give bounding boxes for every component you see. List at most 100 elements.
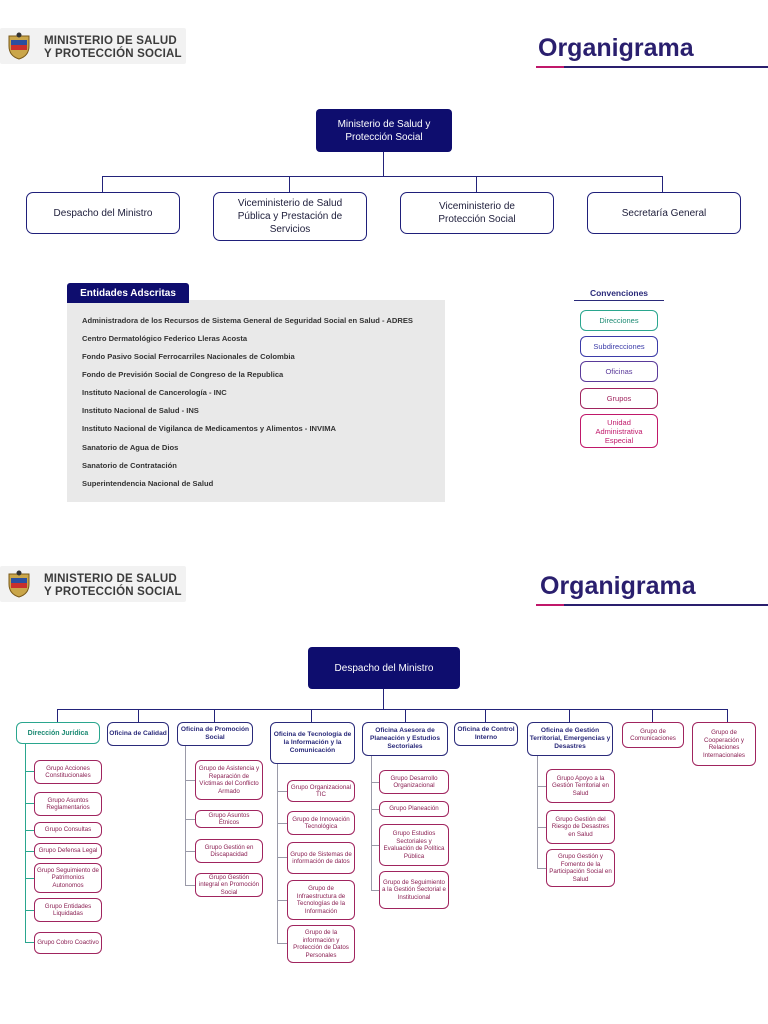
group-box: Grupo Asuntos Étnicos bbox=[195, 810, 263, 828]
unit-oficina-gestion-territorial: Oficina de Gestión Territorial, Emergenc… bbox=[527, 722, 613, 756]
org-root-box: Ministerio de Salud y Protección Social bbox=[316, 109, 452, 152]
legend-direcciones: Direcciones bbox=[580, 310, 658, 331]
legend-grupos: Grupos bbox=[580, 388, 658, 409]
unit-grupo-cooperacion: Grupo de Cooperación y Relaciones Intern… bbox=[692, 722, 756, 766]
group-box: Grupo de Sistemas de información de dato… bbox=[287, 842, 355, 874]
connector-line bbox=[25, 830, 34, 832]
connector-line bbox=[25, 771, 34, 773]
connector-line bbox=[662, 176, 664, 192]
group-box: Grupo de Seguimiento a la Gestión Sector… bbox=[379, 871, 449, 909]
convenciones-underline bbox=[574, 300, 664, 301]
connector-line bbox=[289, 176, 291, 193]
connector-line bbox=[57, 709, 728, 711]
title-underline bbox=[536, 66, 768, 68]
entidad-item: Centro Dermatológico Federico Lleras Aco… bbox=[82, 334, 248, 343]
group-box: Grupo de Infraestructura de Tecnologías … bbox=[287, 880, 355, 920]
legend-oficinas: Oficinas bbox=[580, 361, 658, 382]
connector-line bbox=[277, 764, 279, 944]
group-box: Grupo Acciones Constitucionales bbox=[34, 760, 102, 784]
ministry-name-line2: Y PROTECCIÓN SOCIAL bbox=[44, 586, 182, 598]
org-box-viceministerio-salud: Viceministerio de Salud Pública y Presta… bbox=[213, 192, 367, 241]
group-box: Grupo Gestión del Riesgo de Desastres en… bbox=[546, 810, 615, 844]
connector-line bbox=[476, 176, 478, 192]
convenciones-title: Convenciones bbox=[589, 288, 649, 298]
legend-unidad-administrativa: Unidad Administrativa Especial bbox=[580, 414, 658, 448]
unit-direccion-juridica: Dirección Jurídica bbox=[16, 722, 100, 744]
connector-line bbox=[371, 845, 379, 847]
connector-line bbox=[652, 709, 654, 722]
unit-oficina-calidad: Oficina de Calidad bbox=[107, 722, 169, 746]
legend-subdirecciones: Subdirecciones bbox=[580, 336, 658, 357]
ministry-logo: MINISTERIO DE SALUD Y PROTECCIÓN SOCIAL bbox=[0, 28, 186, 64]
entidad-item: Instituto Nacional de Cancerología - INC bbox=[82, 388, 227, 397]
connector-line bbox=[25, 803, 34, 805]
connector-line bbox=[185, 746, 187, 886]
unit-oficina-planeacion: Oficina Asesora de Planeación y Estudios… bbox=[362, 722, 448, 756]
connector-line bbox=[102, 176, 104, 192]
group-box: Grupo de Asistencia y Reparación de Víct… bbox=[195, 760, 263, 800]
group-box: Grupo Gestión y Fomento de la Participac… bbox=[546, 849, 615, 887]
unit-grupo-comunicaciones: Grupo de Comunicaciones bbox=[622, 722, 684, 748]
group-box: Grupo Planeación bbox=[379, 801, 449, 817]
unit-oficina-tic: Oficina de Tecnología de la Información … bbox=[270, 722, 355, 764]
entidad-item: Superintendencia Nacional de Salud bbox=[82, 479, 214, 488]
ministry-name-line1: MINISTERIO DE SALUD bbox=[44, 35, 177, 47]
connector-line bbox=[25, 942, 34, 944]
entidad-item: Fondo de Previsión Social de Congreso de… bbox=[82, 370, 284, 379]
group-box: Grupo Desarrollo Organizacional bbox=[379, 770, 449, 794]
group-box: Grupo de Innovación Tecnológica bbox=[287, 811, 355, 835]
group-box: Grupo Gestión integral en Promoción Soci… bbox=[195, 873, 263, 897]
connector-line bbox=[371, 782, 379, 784]
connector-line bbox=[371, 756, 373, 891]
despacho-root-box: Despacho del Ministro bbox=[308, 647, 460, 689]
group-box: Grupo Seguimiento de Patrimonios Autonom… bbox=[34, 863, 102, 893]
connector-line bbox=[277, 823, 287, 825]
connector-line bbox=[25, 910, 34, 912]
connector-line bbox=[537, 827, 546, 829]
connector-line bbox=[537, 756, 539, 869]
coat-of-arms-icon bbox=[8, 32, 30, 60]
connector-line bbox=[727, 709, 729, 722]
entidad-item: Fondo Pasivo Social Ferrocarriles Nacion… bbox=[82, 352, 295, 361]
group-box: Grupo Gestión en Discapacidad bbox=[195, 839, 263, 863]
title-underline bbox=[536, 604, 768, 606]
page-title: Organigrama bbox=[540, 572, 696, 600]
connector-line bbox=[485, 709, 487, 722]
connector-line bbox=[371, 809, 379, 811]
connector-line bbox=[185, 851, 195, 853]
connector-line bbox=[537, 868, 546, 870]
ministry-name-line1: MINISTERIO DE SALUD bbox=[44, 573, 177, 585]
connector-line bbox=[311, 709, 313, 722]
entidad-item: Instituto Nacional de Vigilanca de Medic… bbox=[82, 424, 337, 433]
connector-line bbox=[277, 943, 287, 945]
connector-line bbox=[383, 689, 385, 710]
connector-line bbox=[383, 152, 385, 177]
entidades-panel bbox=[67, 300, 445, 502]
connector-line bbox=[102, 176, 663, 178]
org-box-secretaria: Secretaría General bbox=[587, 192, 741, 234]
org-box-despacho: Despacho del Ministro bbox=[26, 192, 180, 234]
org-box-viceministerio-proteccion: Viceministerio de Protección Social bbox=[400, 192, 554, 234]
group-box: Grupo Consultas bbox=[34, 822, 102, 838]
connector-line bbox=[185, 819, 195, 821]
unit-oficina-promocion-social: Oficina de Promoción Social bbox=[177, 722, 253, 746]
group-box: Grupo Organizacional TIC bbox=[287, 780, 355, 802]
connector-line bbox=[537, 786, 546, 788]
connector-line bbox=[371, 890, 379, 892]
ministry-logo: MINISTERIO DE SALUD Y PROTECCIÓN SOCIAL bbox=[0, 566, 186, 602]
entidad-item: Instituto Nacional de Salud - INS bbox=[82, 406, 199, 415]
group-box: Grupo de la información y Protección de … bbox=[287, 925, 355, 963]
connector-line bbox=[57, 709, 59, 722]
connector-line bbox=[405, 709, 407, 722]
page-title: Organigrama bbox=[538, 34, 694, 62]
entidad-item: Sanatorio de Contratación bbox=[82, 461, 177, 470]
group-box: Grupo Estudios Sectoriales y Evaluación … bbox=[379, 824, 449, 866]
group-box: Grupo Apoyo a la Gestión Territorial en … bbox=[546, 769, 615, 803]
entidad-item: Sanatorio de Agua de Dios bbox=[82, 443, 179, 452]
coat-of-arms-icon bbox=[8, 570, 30, 598]
connector-line bbox=[25, 744, 27, 943]
group-box: Grupo Cobro Coactivo bbox=[34, 932, 102, 954]
connector-line bbox=[25, 851, 34, 853]
entidades-title: Entidades Adscritas bbox=[67, 283, 189, 303]
connector-line bbox=[214, 709, 216, 722]
